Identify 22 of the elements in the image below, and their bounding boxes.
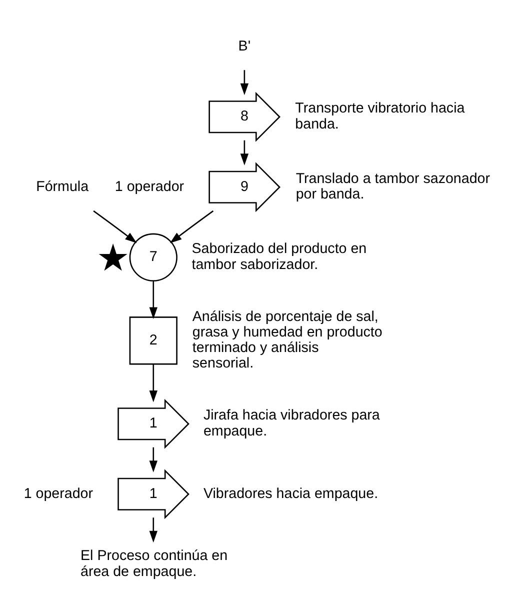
label: 1 operador <box>114 178 184 194</box>
arrow <box>93 210 137 243</box>
arrow <box>149 446 158 472</box>
label: 1 operador <box>24 485 93 502</box>
node-circle: 7 <box>129 232 178 281</box>
node-label: Jirafa hacia vibradores para empaque. <box>203 407 380 439</box>
node-label: Análisis de porcentaje de sal, grasa y humedad en producto terminado y análisis sensorial. <box>192 308 382 372</box>
arrow <box>170 210 214 243</box>
node-label: Translado a tambor sazonador por banda. <box>296 170 490 202</box>
arrow <box>240 70 249 95</box>
arrow <box>149 517 158 542</box>
node-text: B' <box>238 38 251 54</box>
node-star <box>98 243 128 270</box>
node-text: Fórmula <box>36 178 89 194</box>
node-label: Transporte vibratorio hacia banda. <box>295 100 465 132</box>
node-label: Vibradores hacia empaque. <box>203 485 378 502</box>
arrow <box>149 364 158 402</box>
arrow <box>149 280 158 318</box>
node-label: Saborizado del producto en tambor saborizador. <box>192 240 367 272</box>
arrow <box>240 140 249 165</box>
node-box: 2 <box>129 316 178 364</box>
node-text: El Proceso continúa en área de empaque. <box>80 548 228 580</box>
